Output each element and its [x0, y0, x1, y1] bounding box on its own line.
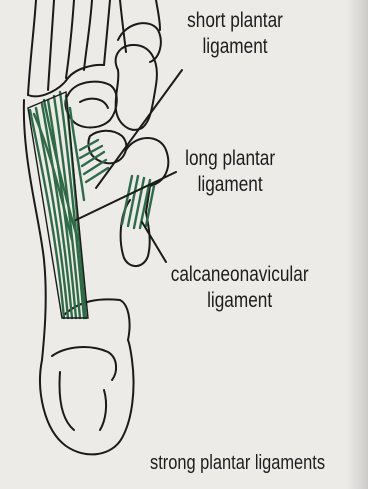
metatarsal-5-shaft: [156, 0, 160, 30]
page-edge-shadow: [346, 0, 368, 489]
calcaneonavicular-line-2: ligament: [156, 288, 323, 314]
cuneiform-bone: [65, 82, 116, 128]
metatarsal-1: [28, 0, 36, 95]
calcaneus-heel: [40, 340, 133, 454]
metatarsal-joint-b: [68, 65, 104, 78]
short-plantar-ligament-label: short plantar ligament: [176, 8, 294, 60]
calcaneonavicular-pointer: [142, 222, 166, 262]
cuneiform-detail: [80, 99, 108, 108]
long-plantar-ligament-label: long plantar ligament: [176, 146, 284, 198]
short-plantar-pointer: [96, 70, 182, 188]
short-plantar-line-1: short plantar: [176, 8, 294, 34]
calcaneus-tuber: [52, 347, 116, 380]
long-plantar-line-1: long plantar: [176, 146, 284, 172]
metatarsal-6: [120, 0, 126, 52]
calcaneonavicular-line-1: calcaneonavicular: [156, 262, 323, 288]
figure-caption: strong plantar ligaments: [150, 452, 325, 475]
metatarsal-5: [104, 0, 110, 65]
metatarsal-3: [66, 0, 74, 78]
cuboid-bone: [116, 45, 157, 130]
calcaneus-crest: [60, 372, 74, 430]
metatarsal-4: [84, 0, 92, 70]
calcaneonavicular-ligament-label: calcaneonavicular ligament: [156, 262, 323, 314]
short-plantar-line-2: ligament: [176, 34, 294, 60]
long-plantar-line-2: ligament: [176, 172, 284, 198]
metatarsal-2: [48, 0, 54, 90]
calcaneus-crest-b: [100, 390, 106, 430]
